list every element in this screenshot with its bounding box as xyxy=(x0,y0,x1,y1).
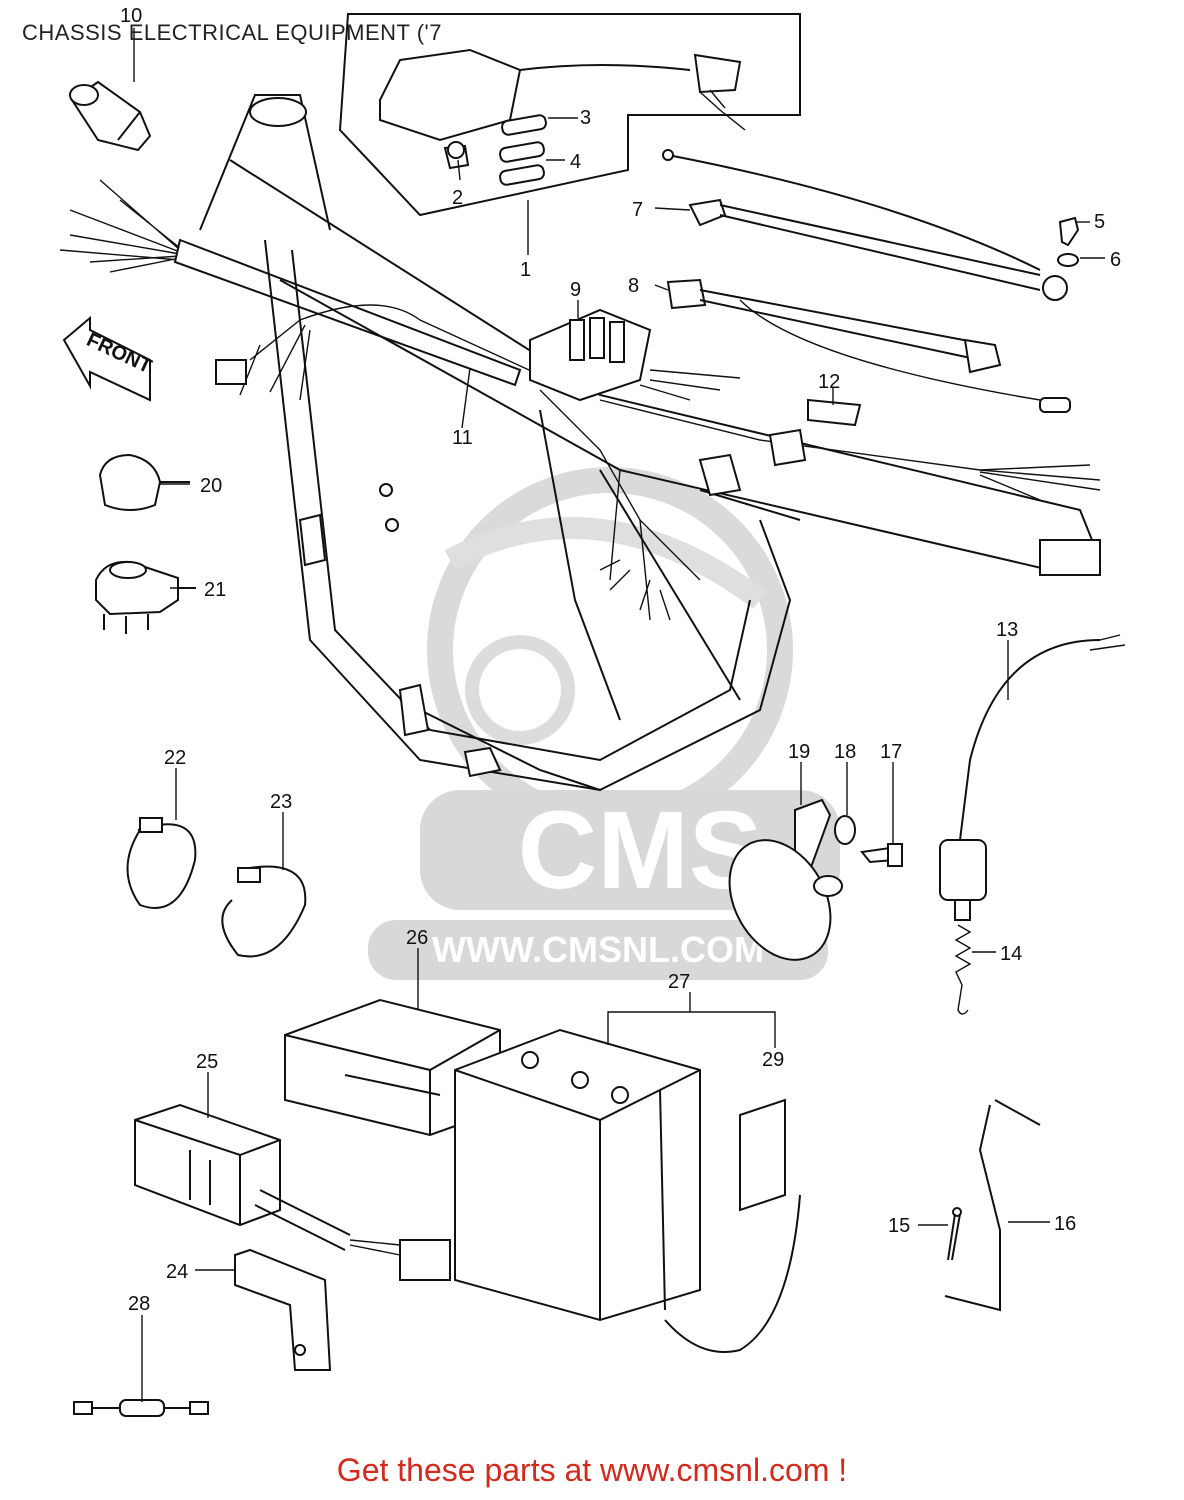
part-16-rod[interactable] xyxy=(944,1099,1041,1312)
callout-16: 16 xyxy=(1054,1213,1076,1235)
callout-24: 24 xyxy=(166,1261,188,1283)
part-18-washer[interactable] xyxy=(834,815,856,845)
part-2-fuse-holder[interactable] xyxy=(443,141,470,170)
callout-14: 14 xyxy=(1000,943,1022,965)
leader-lines xyxy=(133,28,1105,1402)
watermark-brand: CMS xyxy=(518,789,762,912)
callout-19: 19 xyxy=(788,741,810,763)
callout-26: 26 xyxy=(406,927,428,949)
part-29-label[interactable] xyxy=(739,1098,786,1212)
callout-8: 8 xyxy=(628,275,639,297)
part-3-fuse[interactable] xyxy=(501,114,547,136)
watermark-url: WWW.CMSNL.COM xyxy=(432,929,764,970)
part-7-battery-cable[interactable] xyxy=(662,149,1068,301)
callout-12: 12 xyxy=(818,371,840,393)
part-28-fuse-lead[interactable] xyxy=(73,1399,209,1417)
page-title: CHASSIS ELECTRICAL EQUIPMENT ('7 xyxy=(22,20,442,45)
part-10-cap[interactable] xyxy=(69,80,152,152)
part-12-tail-harness[interactable] xyxy=(807,398,862,427)
inset-fuse-box-group xyxy=(338,13,801,217)
part-20-relay[interactable] xyxy=(98,453,190,511)
callout-11: 11 xyxy=(452,427,473,449)
callout-28: 28 xyxy=(128,1293,150,1315)
callout-20: 20 xyxy=(200,475,222,497)
front-arrow-icon: FRONT xyxy=(62,315,155,402)
part-4-fuse[interactable] xyxy=(499,141,545,186)
part-27-battery[interactable] xyxy=(454,1028,801,1353)
callout-27: 27 xyxy=(668,971,690,993)
part-14-spring[interactable] xyxy=(954,924,972,1015)
callout-29: 29 xyxy=(762,1049,784,1071)
part-15-cotter-pin[interactable] xyxy=(947,1207,962,1261)
callout-25: 25 xyxy=(196,1051,218,1073)
harness-left-connectors[interactable] xyxy=(59,179,522,387)
callout-7: 7 xyxy=(632,199,643,221)
callout-6: 6 xyxy=(1110,249,1121,271)
part-22-band[interactable] xyxy=(126,817,197,909)
callout-21: 21 xyxy=(204,579,226,601)
part-6-washer[interactable] xyxy=(1057,253,1079,267)
callout-5: 5 xyxy=(1094,211,1105,233)
callout-13: 13 xyxy=(996,619,1018,641)
part-9-junction-box[interactable] xyxy=(529,308,741,402)
part-23-band[interactable] xyxy=(221,865,307,958)
callout-22: 22 xyxy=(164,747,186,769)
callout-9: 9 xyxy=(570,279,581,301)
part-1-fuse-box[interactable] xyxy=(379,48,746,142)
callout-10: 10 xyxy=(120,5,142,27)
callout-23: 23 xyxy=(270,791,292,813)
callout-18: 18 xyxy=(834,741,856,763)
part-11-wiring-harness[interactable] xyxy=(215,304,1101,621)
callout-4: 4 xyxy=(570,151,581,173)
part-25-rectifier[interactable] xyxy=(134,1103,451,1281)
part-19-horn[interactable] xyxy=(709,798,851,978)
part-8-cable[interactable] xyxy=(666,278,1071,413)
part-24-bracket[interactable] xyxy=(234,1248,332,1371)
callout-17: 17 xyxy=(880,741,902,763)
footer-link[interactable]: Get these parts at www.cmsnl.com ! xyxy=(336,1452,848,1488)
frame xyxy=(199,94,1102,792)
callout-15: 15 xyxy=(888,1215,910,1237)
callout-1: 1 xyxy=(520,259,531,281)
part-21-relay[interactable] xyxy=(95,560,196,634)
part-13-brake-switch[interactable] xyxy=(939,634,1126,921)
callout-3: 3 xyxy=(580,107,591,129)
callout-2: 2 xyxy=(452,187,463,209)
callout-numbers: 10 2 3 4 1 5 6 7 8 9 12 11 20 21 13 19 1… xyxy=(120,5,1121,1315)
part-5-bolt[interactable] xyxy=(1058,216,1080,247)
part-17-bolt[interactable] xyxy=(860,843,903,867)
